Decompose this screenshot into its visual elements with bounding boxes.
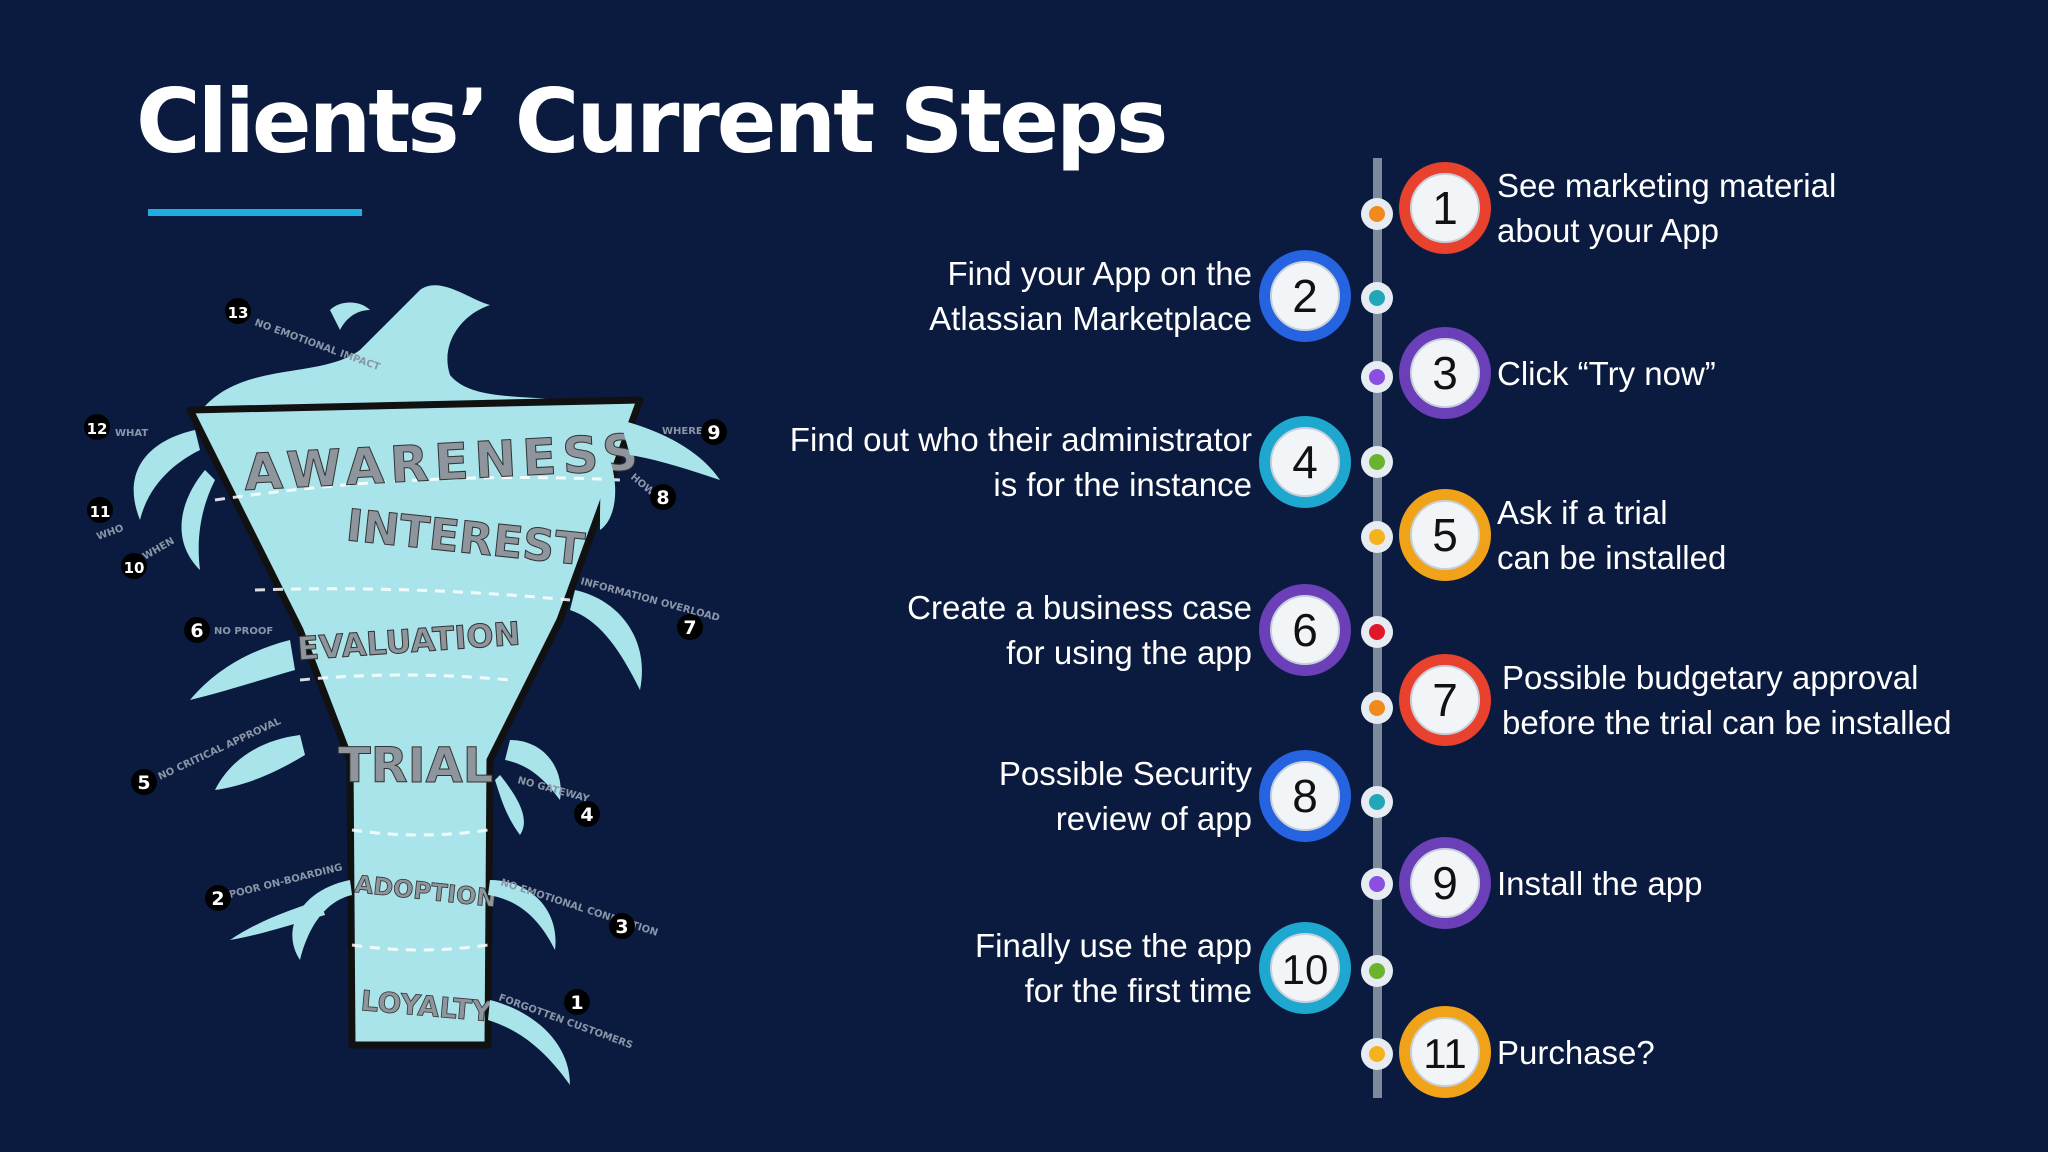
step-badge-4 — [1270, 427, 1340, 497]
timeline-dot-fill-2 — [1369, 290, 1385, 306]
step-text-line: Find your App on the — [947, 255, 1252, 292]
step-number-3: 3 — [1432, 347, 1458, 399]
step-text-5: Ask if a trial can be installed — [1497, 490, 1726, 580]
step-number-1: 1 — [1432, 182, 1458, 234]
step-text-3: Click “Try now” — [1497, 351, 1716, 396]
step-text-line: Purchase? — [1497, 1033, 1655, 1071]
leak-number-3: 3 — [615, 916, 628, 938]
leak-number-9: 9 — [707, 422, 720, 444]
leak-badge-13 — [225, 298, 251, 324]
leak-number-13: 13 — [228, 304, 249, 322]
step-badge-10 — [1270, 933, 1340, 1003]
leak-number-4: 4 — [580, 804, 593, 826]
step-badge-9 — [1410, 848, 1480, 918]
timeline-dot-fill-8 — [1369, 794, 1385, 810]
step-text-line: See marketing material — [1497, 167, 1837, 204]
step-number-2: 2 — [1292, 270, 1318, 322]
step-text-line: is for the instance — [993, 466, 1252, 503]
step-text-6: Create a business case for using the app — [907, 585, 1252, 675]
step-text-10: Finally use the app for the first time — [975, 923, 1252, 1013]
leak-number-7: 7 — [683, 617, 696, 639]
timeline-dot-fill-5 — [1369, 529, 1385, 545]
funnel-top-splash — [200, 285, 620, 412]
step-text-line: Possible Security — [998, 755, 1252, 792]
leak-badge-5 — [131, 769, 157, 795]
leak-label-12: WHAT — [115, 428, 148, 439]
leak-badge-7 — [677, 614, 703, 640]
step-number-11: 11 — [1423, 1030, 1467, 1077]
step-badge-3 — [1410, 338, 1480, 408]
leak-badge-8 — [650, 484, 676, 510]
step-badge-2 — [1270, 261, 1340, 331]
step-text-line: for the first time — [1024, 972, 1252, 1009]
step-text-line: review of app — [1055, 800, 1252, 837]
timeline-dot-fill-10 — [1369, 963, 1385, 979]
step-text-line: Install the app — [1497, 864, 1703, 902]
step-text-line: Create a business case — [907, 589, 1252, 626]
timeline-dot-fill-7 — [1369, 700, 1385, 716]
step-badge-1 — [1410, 173, 1480, 243]
timeline-dot-fill-11 — [1369, 1046, 1385, 1062]
step-badge-8 — [1270, 761, 1340, 831]
step-text-8: Possible Security review of app — [999, 751, 1252, 841]
leak-badge-12 — [84, 414, 110, 440]
step-text-9: Install the app — [1497, 861, 1702, 906]
leak-label-6: NO PROOF — [214, 626, 273, 637]
step-text-4: Find out who their administrator is for t… — [790, 417, 1252, 507]
step-number-8: 8 — [1292, 770, 1318, 822]
leak-badge-2 — [205, 885, 231, 911]
leak-number-1: 1 — [570, 992, 583, 1014]
leak-badge-1 — [564, 989, 590, 1015]
step-number-7: 7 — [1432, 674, 1458, 726]
step-number-5: 5 — [1432, 509, 1458, 561]
step-text-line: for using the app — [1006, 634, 1252, 671]
step-text-line: before the trial can be installed — [1502, 704, 1952, 741]
leak-number-8: 8 — [656, 487, 669, 509]
timeline-dot-fill-9 — [1369, 876, 1385, 892]
leak-number-11: 11 — [90, 503, 111, 521]
leak-number-6: 6 — [190, 620, 203, 642]
step-text-line: about your App — [1497, 212, 1720, 249]
step-text-11: Purchase? — [1497, 1030, 1655, 1075]
timeline-dot-fill-4 — [1369, 454, 1385, 470]
leak-number-10: 10 — [124, 559, 145, 577]
timeline-dot-fill-3 — [1369, 369, 1385, 385]
leak-badge-6 — [184, 617, 210, 643]
page-title: Clients’ Current Steps — [136, 70, 1168, 173]
leak-number-5: 5 — [137, 772, 150, 794]
step-number-10: 10 — [1282, 946, 1329, 993]
step-text-line: Possible budgetary approval — [1502, 659, 1919, 696]
timeline-dot-fill-6 — [1369, 624, 1385, 640]
leak-badge-4 — [574, 801, 600, 827]
timeline-dot-fill-1 — [1369, 206, 1385, 222]
leak-badge-11 — [87, 497, 113, 523]
step-badge-7 — [1410, 665, 1480, 735]
leak-badge-10 — [121, 553, 147, 579]
leak-number-2: 2 — [211, 888, 224, 910]
step-text-line: Find out who their administrator — [789, 421, 1252, 458]
stage-trial: TRIAL — [338, 738, 493, 794]
step-text-line: Atlassian Marketplace — [929, 300, 1252, 337]
step-text-7: Possible budgetary approval before the tr… — [1502, 655, 1951, 745]
leak-label-9: WHERE — [662, 426, 703, 437]
step-number-6: 6 — [1292, 604, 1318, 656]
step-text-1: See marketing material about your App — [1497, 163, 1836, 253]
leak-badge-3 — [609, 913, 635, 939]
step-text-line: Finally use the app — [974, 927, 1252, 964]
step-badge-6 — [1270, 595, 1340, 665]
leak-badge-9 — [701, 419, 727, 445]
step-text-line: Click “Try now” — [1497, 354, 1716, 392]
step-badge-11 — [1410, 1017, 1480, 1087]
step-text-line: can be installed — [1497, 539, 1727, 576]
title-underline — [148, 209, 362, 216]
step-number-4: 4 — [1292, 436, 1318, 488]
leak-droplets — [133, 302, 720, 1085]
leaky-funnel-diagram: AWARENESS INTEREST EVALUATION TRIAL ADOP… — [84, 285, 727, 1085]
step-badge-5 — [1410, 500, 1480, 570]
step-text-line: Ask if a trial — [1497, 494, 1668, 531]
leak-number-12: 12 — [87, 420, 108, 438]
step-number-9: 9 — [1432, 857, 1458, 909]
